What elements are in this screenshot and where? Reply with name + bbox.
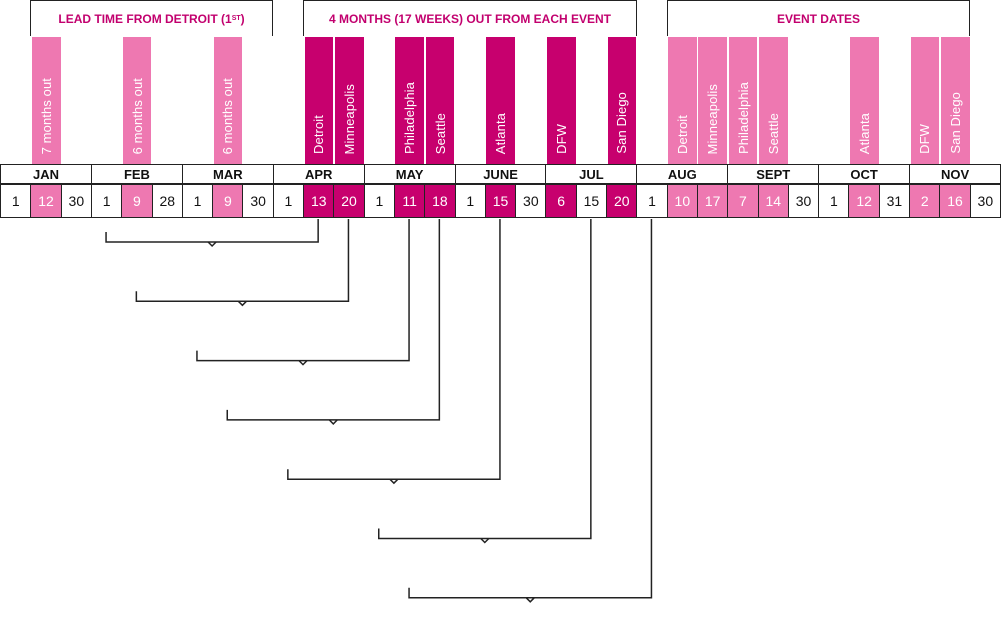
day-cell: 20 bbox=[333, 184, 365, 218]
day-cell: 15 bbox=[575, 184, 608, 218]
bracket-notch bbox=[525, 597, 535, 603]
label-column: Minneapolis bbox=[334, 37, 364, 164]
bracket-notch bbox=[389, 478, 399, 485]
label-column: Philadelphia bbox=[395, 37, 425, 164]
month-cell: AUG bbox=[636, 164, 729, 184]
lead-time-bracket bbox=[135, 219, 350, 307]
header-lead-time-text: LEAD TIME FROM DETROIT (1 bbox=[58, 11, 232, 26]
label-column: Detroit bbox=[304, 37, 334, 164]
day-cell: 1 bbox=[181, 184, 214, 218]
day-cell: 15 bbox=[484, 184, 517, 218]
lead-time-bracket bbox=[378, 219, 592, 544]
month-cell: JUNE bbox=[454, 164, 547, 184]
day-cell: 12 bbox=[30, 184, 62, 218]
header-lead-time-tail: ) bbox=[240, 11, 245, 26]
bracket-notch bbox=[328, 419, 338, 425]
bracket-notch bbox=[480, 537, 490, 544]
day-cell: 16 bbox=[939, 184, 971, 218]
label-column: Seattle bbox=[425, 37, 455, 164]
day-cell: 9 bbox=[121, 184, 153, 218]
lead-time-bracket bbox=[226, 219, 441, 425]
label-column: Atlanta bbox=[849, 37, 879, 164]
header-four-months-out-text: 4 MONTHS (17 WEEKS) OUT FROM EACH EVENT bbox=[328, 11, 612, 26]
header-event-dates: EVENT DATES bbox=[667, 0, 970, 36]
day-cell: 30 bbox=[787, 184, 820, 218]
day-cell: 1 bbox=[818, 184, 850, 218]
bracket-notch bbox=[298, 360, 308, 366]
bracket-line bbox=[287, 219, 501, 480]
month-cell: APR bbox=[272, 164, 365, 184]
header-lead-time-superscript: ST bbox=[231, 15, 241, 22]
day-cell: 1 bbox=[636, 184, 668, 218]
day-cell: 17 bbox=[696, 184, 729, 218]
month-cell: MAY bbox=[363, 164, 456, 184]
label-column: DFW bbox=[546, 37, 576, 164]
month-cell: JAN bbox=[0, 164, 93, 184]
label-column: San Diego bbox=[940, 37, 970, 164]
day-cell: 6 bbox=[545, 184, 577, 218]
day-cell: 14 bbox=[757, 184, 789, 218]
label-column: Minneapolis bbox=[698, 37, 728, 164]
label-column: 7 months out bbox=[31, 37, 61, 164]
day-cell: 30 bbox=[242, 184, 274, 218]
day-cell: 7 bbox=[727, 184, 759, 218]
label-column: Atlanta bbox=[486, 37, 516, 164]
label-column: Philadelphia bbox=[728, 37, 758, 164]
bracket-line bbox=[226, 219, 441, 421]
bracket-line bbox=[378, 219, 592, 540]
label-column: San Diego bbox=[607, 37, 637, 164]
label-column: DFW bbox=[910, 37, 940, 164]
lead-time-bracket bbox=[196, 219, 410, 366]
bracket-notch bbox=[237, 300, 247, 307]
header-event-dates-text: EVENT DATES bbox=[776, 11, 861, 26]
bracket-notch bbox=[207, 241, 217, 248]
day-cell: 12 bbox=[848, 184, 880, 218]
label-column: Detroit bbox=[668, 37, 697, 164]
day-cell: 30 bbox=[969, 184, 1001, 218]
label-column: Seattle bbox=[759, 37, 788, 164]
lead-time-bracket bbox=[287, 219, 501, 485]
day-cell: 1 bbox=[90, 184, 123, 218]
month-cell: OCT bbox=[818, 164, 911, 184]
day-cell: 30 bbox=[60, 184, 93, 218]
month-cell: NOV bbox=[909, 164, 1001, 184]
lead-time-bracket bbox=[408, 219, 653, 603]
day-cell: 1 bbox=[454, 184, 486, 218]
month-cell: JUL bbox=[545, 164, 638, 184]
day-cell: 20 bbox=[606, 184, 638, 218]
month-cell: FEB bbox=[90, 164, 183, 184]
lead-time-bracket bbox=[105, 219, 319, 248]
bracket-line bbox=[196, 219, 410, 362]
bracket-line bbox=[135, 219, 350, 303]
label-column: 6 months out bbox=[122, 37, 152, 164]
day-cell: 18 bbox=[424, 184, 456, 218]
bracket-line bbox=[105, 219, 319, 243]
bracket-line bbox=[408, 219, 653, 599]
month-cell: MAR bbox=[181, 164, 274, 184]
label-column: 6 months out bbox=[213, 37, 243, 164]
day-cell: 9 bbox=[212, 184, 244, 218]
header-four-months-out: 4 MONTHS (17 WEEKS) OUT FROM EACH EVENT bbox=[303, 0, 637, 36]
